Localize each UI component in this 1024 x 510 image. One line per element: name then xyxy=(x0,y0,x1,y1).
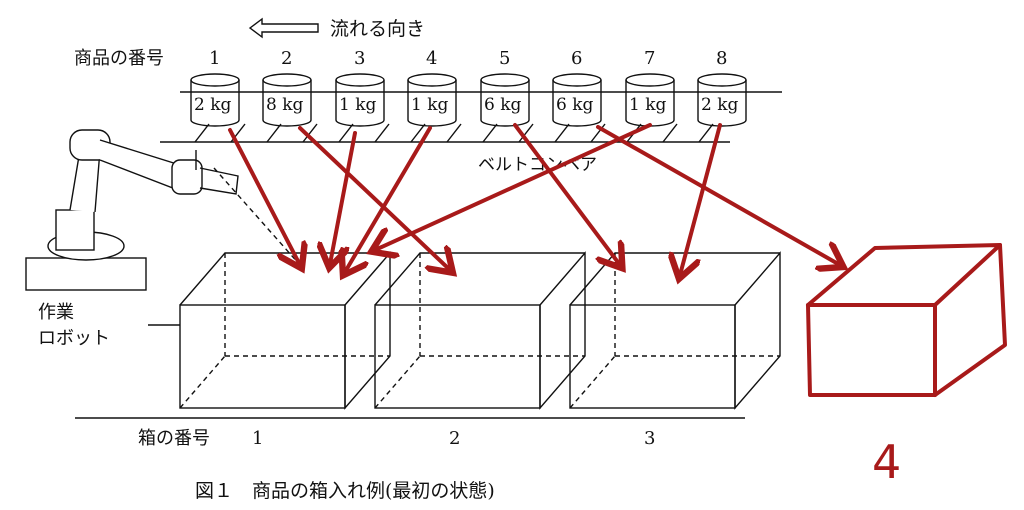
item-weight: 2 kg xyxy=(701,95,739,115)
box-2 xyxy=(374,251,586,410)
item-weight: 6 kg xyxy=(556,95,594,115)
item-number: 2 xyxy=(281,48,292,69)
item-4: 4 1 kg xyxy=(407,48,457,127)
arrow-item-3 xyxy=(330,131,357,264)
belt-hatch xyxy=(302,123,318,143)
cylinder-top xyxy=(335,73,385,87)
belt-hatch xyxy=(446,123,462,143)
arrow-item-8 xyxy=(680,123,722,275)
cylinder-top xyxy=(262,73,312,87)
item-number: 1 xyxy=(209,48,220,69)
belt-hatch xyxy=(662,123,678,143)
belt-hatch xyxy=(266,123,282,143)
belt-hatch xyxy=(518,123,534,143)
cylinder-top xyxy=(625,73,675,87)
conveyor-label: ベルトコンベア xyxy=(478,155,597,175)
belt-hatch xyxy=(374,123,390,143)
figure-caption: 図１ 商品の箱入れ例(最初の状態) xyxy=(195,480,495,502)
item-2: 2 8 kg xyxy=(262,48,312,127)
belt-hatch xyxy=(410,123,426,143)
item-weight: 1 kg xyxy=(629,95,667,115)
item-weight: 2 kg xyxy=(194,95,232,115)
arrow-item-5 xyxy=(513,123,620,265)
cylinder-top xyxy=(407,73,457,87)
belt-conveyor xyxy=(160,91,782,143)
belt-hatch xyxy=(338,123,354,143)
handwritten-box-number: 4 xyxy=(872,435,901,489)
item-number: 3 xyxy=(354,48,365,69)
arrow-item-1 xyxy=(228,128,300,265)
box-number-label: 箱の番号 xyxy=(138,428,210,449)
item-weight: 1 kg xyxy=(411,95,449,115)
belt-hatch xyxy=(590,123,606,143)
item-number: 7 xyxy=(644,48,655,69)
belt-hatch xyxy=(194,123,210,143)
item-7: 7 1 kg xyxy=(625,48,675,127)
item-number: 4 xyxy=(426,48,437,69)
cylinder-body xyxy=(262,80,312,127)
belt-hatch xyxy=(698,123,714,143)
item-weight: 8 kg xyxy=(266,95,304,115)
cylinder-body xyxy=(552,80,602,127)
cylinder-top xyxy=(697,73,747,87)
flow-label: 流れる向き xyxy=(330,18,425,40)
box-number-1: 1 xyxy=(252,428,263,449)
cylinder-body xyxy=(190,80,240,127)
item-number-label: 商品の番号 xyxy=(74,48,164,69)
cylinder-top xyxy=(552,73,602,87)
box-number-2: 2 xyxy=(449,428,460,449)
cylinder-top xyxy=(480,73,530,87)
item-8: 8 2 kg xyxy=(697,48,747,127)
item-weight: 6 kg xyxy=(484,95,522,115)
item-number: 5 xyxy=(499,48,510,69)
item-6: 6 6 kg xyxy=(552,48,602,127)
box-1 xyxy=(179,251,391,410)
arrow-item-2 xyxy=(298,126,450,270)
item-weight: 1 kg xyxy=(339,95,377,115)
item-3: 3 1 kg xyxy=(335,48,385,127)
cylinder-top xyxy=(190,73,240,87)
arrow-item-7 xyxy=(375,123,652,250)
item-5: 5 6 kg xyxy=(480,48,530,127)
robot-icon xyxy=(25,129,301,291)
arrow-item-4 xyxy=(345,126,432,272)
cylinder-body xyxy=(480,80,530,127)
cylinder-body xyxy=(335,80,385,127)
cylinder-body xyxy=(697,80,747,127)
item-1: 1 2 kg xyxy=(190,48,240,127)
box-number-3: 3 xyxy=(644,428,655,449)
cylinder-body xyxy=(407,80,457,127)
box-3 xyxy=(569,251,781,410)
robot-label-2: ロボット xyxy=(38,328,110,349)
handwritten-box-4 xyxy=(806,243,1007,397)
flow-arrow-icon xyxy=(248,17,319,39)
arrow-item-6 xyxy=(596,125,840,265)
item-number: 8 xyxy=(716,48,727,69)
robot-label-1: 作業 xyxy=(38,302,74,323)
assignment-arrows xyxy=(228,123,840,275)
belt-hatch xyxy=(554,123,570,143)
item-number: 6 xyxy=(571,48,582,69)
belt-hatch xyxy=(482,123,498,143)
